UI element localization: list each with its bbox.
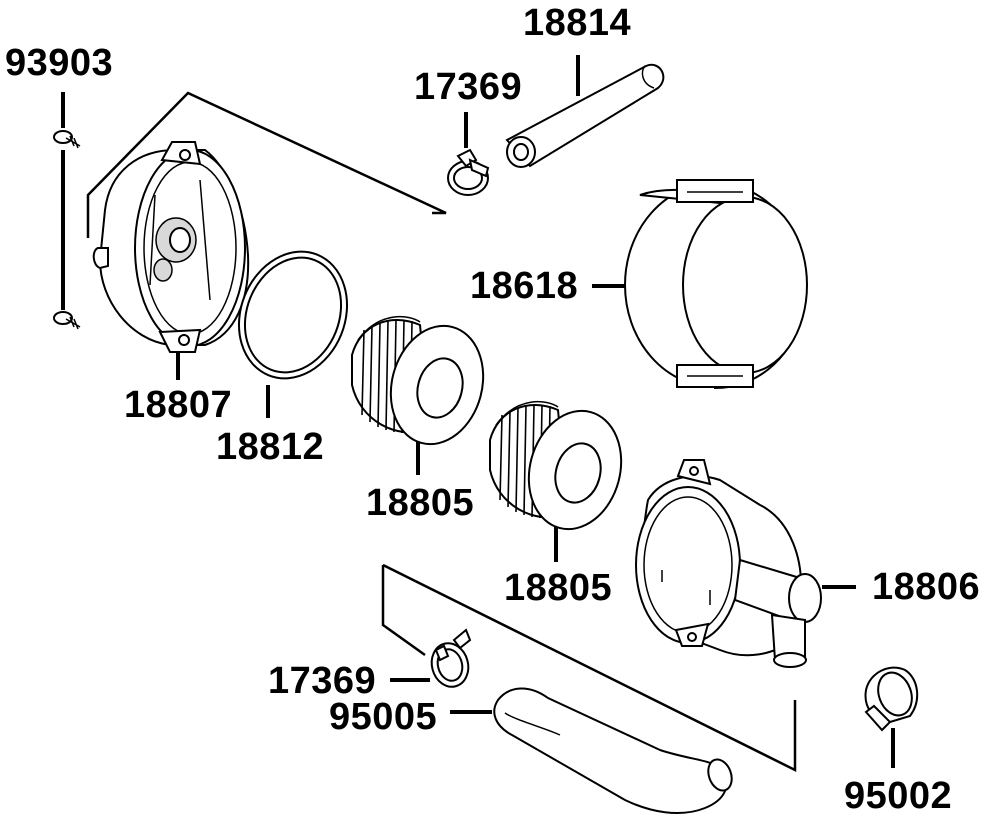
label-95005: 95005 bbox=[329, 696, 438, 738]
label-18805-a: 18805 bbox=[366, 482, 475, 524]
filter-18805-b bbox=[489, 400, 623, 562]
band-18618 bbox=[592, 179, 808, 390]
filter-18805-a bbox=[351, 315, 485, 475]
label-18806: 18806 bbox=[872, 566, 981, 608]
hose-95005 bbox=[450, 687, 733, 814]
group-bracket-top bbox=[86, 91, 447, 238]
label-95002: 95002 bbox=[844, 775, 953, 817]
label-18805-b: 18805 bbox=[504, 567, 613, 609]
clamp-95002 bbox=[864, 666, 919, 768]
hose-18814 bbox=[505, 55, 665, 168]
housing-18806 bbox=[635, 459, 856, 668]
clamp-17369-top bbox=[447, 112, 490, 196]
label-17369-top: 17369 bbox=[414, 66, 523, 108]
group-bracket-bottom bbox=[381, 563, 797, 773]
cover-18807 bbox=[92, 141, 250, 380]
label-17369-bottom: 17369 bbox=[268, 660, 377, 702]
label-18618: 18618 bbox=[470, 265, 579, 307]
screw-93903 bbox=[53, 92, 81, 330]
clamp-17369-bottom bbox=[390, 628, 472, 688]
gasket-18812 bbox=[237, 250, 349, 418]
label-18807: 18807 bbox=[124, 384, 233, 426]
label-18812: 18812 bbox=[216, 426, 325, 468]
label-93903: 93903 bbox=[5, 42, 114, 84]
label-18814: 18814 bbox=[523, 2, 632, 44]
